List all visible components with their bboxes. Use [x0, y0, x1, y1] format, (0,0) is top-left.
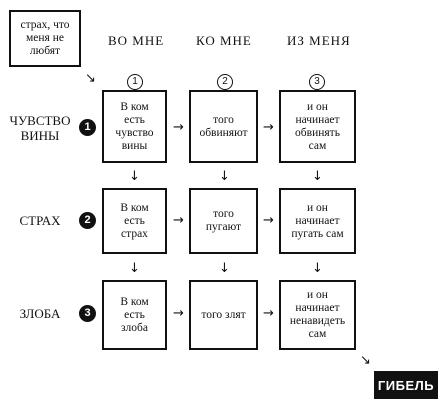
cell-r1-c3: и он начинает обвинять сам [279, 90, 356, 163]
arrow-r1-c2: → [263, 120, 274, 135]
column-number-1: 1 [127, 74, 143, 90]
row-label-anger: ЗЛОБА [19, 306, 61, 321]
cell-r1-c1: В ком есть чувство вины [102, 90, 167, 163]
column-header-1: ВО МНЕ [108, 33, 165, 48]
column-header-3: ИЗ МЕНЯ [287, 33, 351, 48]
down-arrow-c1-r2: ↓ [129, 261, 140, 276]
result-badge: ГИБЕЛЬ [374, 371, 438, 399]
start-box: страх, что меня не любят [9, 10, 81, 67]
down-arrow-c3-r1: ↓ [312, 169, 323, 184]
cell-r3-c3: и он начинает ненавидеть сам [279, 280, 356, 350]
cell-r3-c1: В ком есть злоба [102, 280, 167, 350]
cell-r2-c2: того пугают [189, 188, 258, 254]
row-label-fear: СТРАХ [19, 213, 61, 228]
arrow-r2-c1: → [173, 213, 184, 228]
arrow-r1-c1: → [173, 120, 184, 135]
cell-r2-c1: В ком есть страх [102, 188, 167, 254]
down-arrow-c3-r2: ↓ [312, 261, 323, 276]
arrow-r3-c2: → [263, 306, 274, 321]
column-header-2: КО МНЕ [196, 33, 252, 48]
column-number-2: 2 [217, 74, 233, 90]
row-number-1: 1 [79, 119, 96, 136]
arrow-r2-c2: → [263, 213, 274, 228]
down-arrow-c2-r1: ↓ [219, 169, 230, 184]
diag-arrow-result: ↘ [360, 353, 371, 368]
column-number-3: 3 [309, 74, 325, 90]
cell-r3-c2: того злят [189, 280, 258, 350]
row-number-3: 3 [79, 305, 96, 322]
diag-arrow-start: ↘ [85, 71, 96, 86]
down-arrow-c2-r2: ↓ [219, 261, 230, 276]
cell-r2-c3: и он начинает пугать сам [279, 188, 356, 254]
arrow-r3-c1: → [173, 306, 184, 321]
row-number-2: 2 [79, 212, 96, 229]
cell-r1-c2: того обвиняют [189, 90, 258, 163]
down-arrow-c1-r1: ↓ [129, 169, 140, 184]
row-label-guilt: ЧУВСТВО ВИНЫ [9, 113, 71, 143]
